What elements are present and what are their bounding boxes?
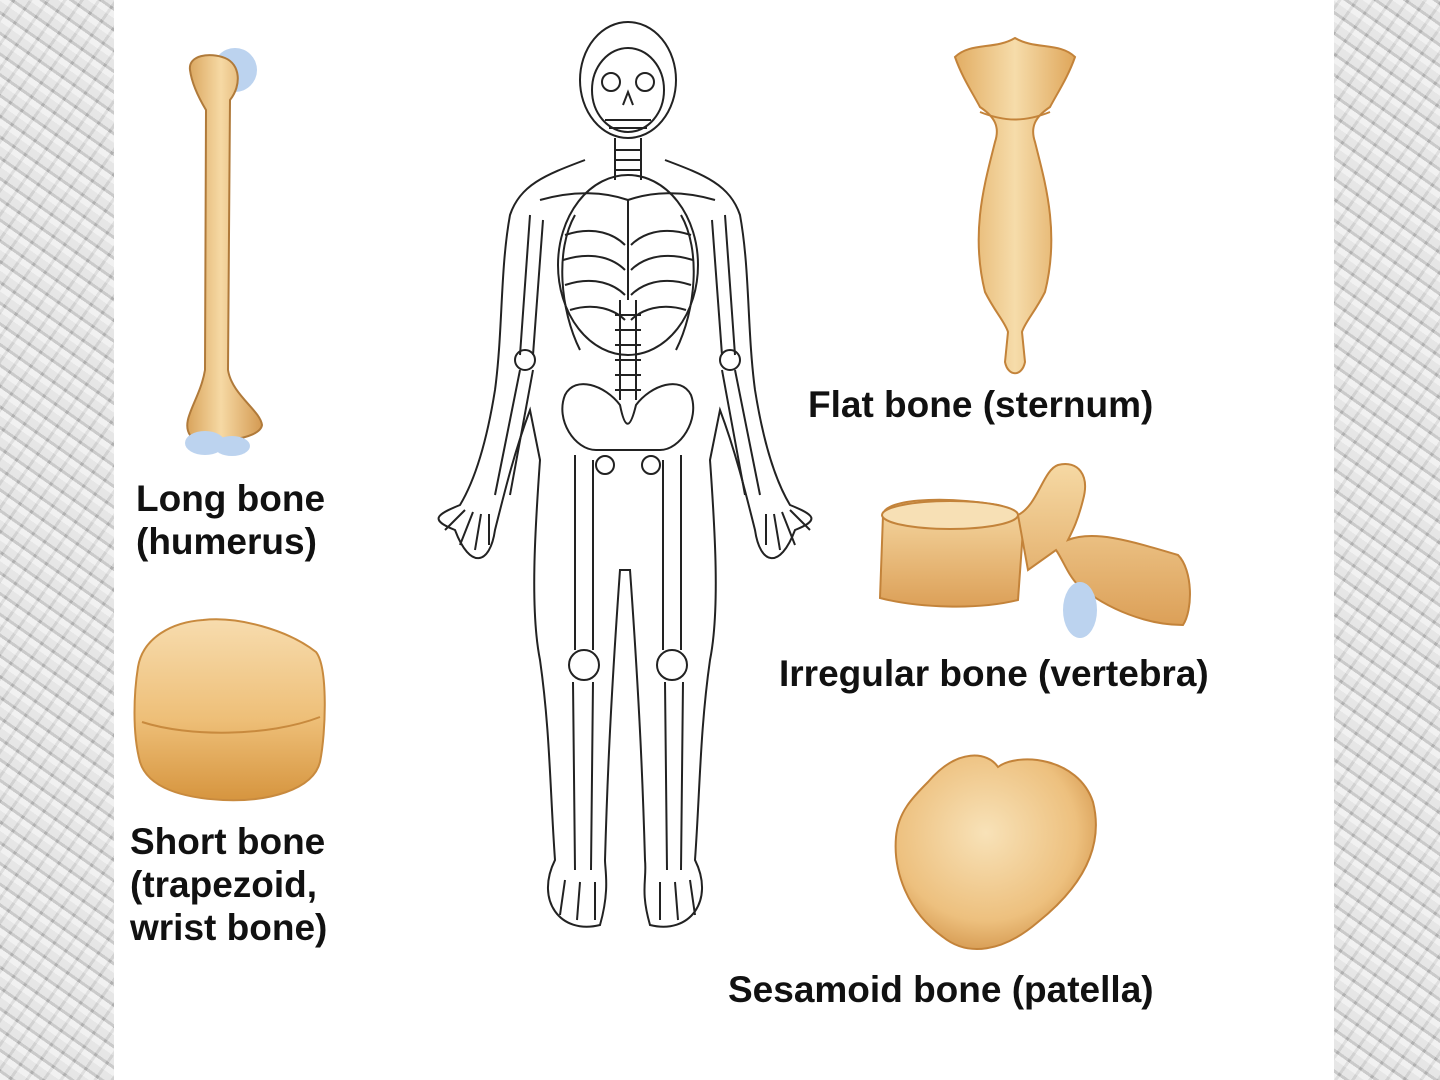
label-flat-bone: Flat bone (sternum): [808, 384, 1154, 425]
skeleton-illustration: [437, 21, 813, 928]
label-irregular-bone: Irregular bone (vertebra): [779, 653, 1209, 694]
slide-panel: [114, 0, 1334, 1080]
label-long-bone: Long bone (humerus): [136, 477, 325, 563]
label-short-bone-line1: Short bone: [130, 821, 326, 862]
label-short-bone-line3: wrist bone): [130, 907, 328, 948]
label-short-bone: Short bone (trapezoid, wrist bone): [130, 820, 327, 949]
label-sesamoid-bone: Sesamoid bone (patella): [728, 969, 1154, 1010]
trapezoid-illustration: [133, 618, 326, 802]
marble-border-left: [0, 0, 114, 1080]
marble-border-right: [1334, 0, 1440, 1080]
humerus-illustration: [185, 48, 264, 456]
label-long-bone-line2: (humerus): [136, 521, 317, 562]
sternum-illustration: [953, 36, 1077, 375]
label-long-bone-line1: Long bone: [136, 478, 326, 519]
label-short-bone-line2: (trapezoid,: [130, 864, 318, 905]
patella-illustration: [894, 754, 1097, 950]
vertebra-illustration: [878, 463, 1191, 638]
